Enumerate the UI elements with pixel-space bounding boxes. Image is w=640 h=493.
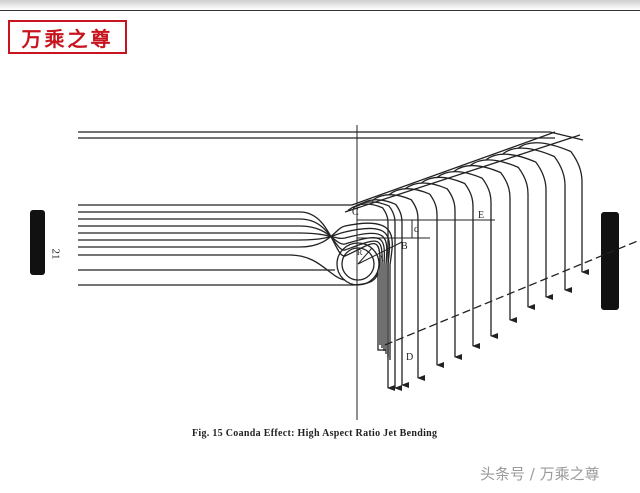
label-e: E <box>478 210 485 221</box>
binding-mark-left <box>30 210 45 275</box>
jet-arrow <box>517 142 589 275</box>
lower-streamline <box>78 254 346 281</box>
figure-caption: Fig. 15 Coanda Effect: High Aspect Ratio… <box>192 428 438 439</box>
plate-fold-line <box>78 131 556 206</box>
cylinder-inner <box>341 247 375 281</box>
dashed-envelope-line <box>384 239 640 346</box>
jet-arrow <box>436 170 498 339</box>
jet-arrow <box>371 194 425 381</box>
scan-top-edge <box>0 0 640 10</box>
incoming-streamline <box>78 227 391 357</box>
incoming-streamline <box>78 218 383 348</box>
watermark: 头条号 / 万乘之尊 <box>480 465 600 483</box>
incoming-streamline <box>78 211 381 345</box>
label-a: A <box>378 254 384 263</box>
jet-arrow <box>404 182 462 360</box>
jet-arrow <box>357 199 409 388</box>
label-d-small: d <box>414 224 419 235</box>
jet-arrow <box>388 188 444 368</box>
jet-origin-line <box>344 134 581 213</box>
plate-top-edge <box>78 131 584 141</box>
label-r: R <box>357 248 363 257</box>
incoming-streamline <box>78 225 386 351</box>
lower-plate-edge <box>78 269 386 351</box>
incoming-streamline <box>78 222 393 360</box>
jet-arrow <box>502 147 572 293</box>
label-d: D <box>406 352 414 363</box>
jet-arrow <box>453 164 517 323</box>
label-c: C <box>352 207 359 218</box>
scan-border-line <box>0 10 640 11</box>
incoming-streamline <box>78 232 388 354</box>
logo-stamp: 万乘之尊 <box>8 20 127 54</box>
jet-arrow <box>485 153 553 300</box>
label-b: B <box>401 241 408 252</box>
binding-mark-right <box>601 212 619 310</box>
radius-r <box>357 247 373 265</box>
jet-arrow <box>469 159 535 310</box>
jet-arrow <box>420 176 480 349</box>
